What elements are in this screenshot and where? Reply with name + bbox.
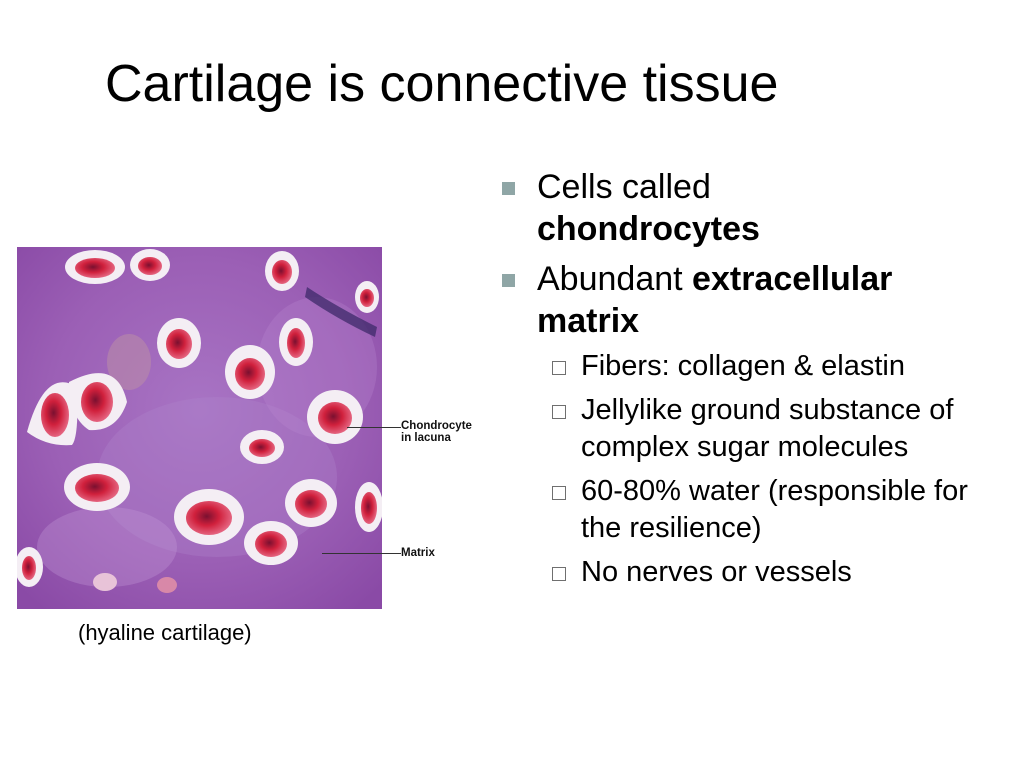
sub-bullet-item: Jellylike ground substance of complex su… <box>537 392 997 466</box>
chondrocyte-leader-line <box>347 427 401 428</box>
figure: Chondrocyte in lacuna Matrix <box>17 247 480 609</box>
slide-title: Cartilage is connective tissue <box>105 55 779 113</box>
bullet-item: Abundant extracellular matrix Fibers: co… <box>497 258 997 591</box>
chondrocyte-label-line2: in lacuna <box>401 432 451 444</box>
bullet-text-plain: Cells called <box>537 168 711 206</box>
bullet-text-bold: chondrocytes <box>537 210 760 248</box>
hyaline-cartilage-micrograph <box>17 247 382 609</box>
sub-bullet-text: No nerves or vessels <box>581 556 852 588</box>
matrix-leader-line <box>322 553 401 554</box>
chondrocyte-label-line1: Chondrocyte <box>401 420 472 432</box>
sub-bullet-text: Jellylike ground substance of complex su… <box>581 394 954 463</box>
sub-bullet-item: Fibers: collagen & elastin <box>537 348 997 385</box>
figure-caption: (hyaline cartilage) <box>78 620 252 645</box>
bullet-text-plain: Abundant <box>537 260 683 298</box>
square-bullet-icon <box>502 274 515 287</box>
bullet-item: Cells called chondrocytes <box>497 166 997 250</box>
square-bullet-icon <box>502 182 515 195</box>
hollow-square-bullet-icon <box>552 405 566 419</box>
hollow-square-bullet-icon <box>552 567 566 581</box>
sub-bullet-list: Fibers: collagen & elastin Jellylike gro… <box>537 348 997 591</box>
hollow-square-bullet-icon <box>552 361 566 375</box>
hollow-square-bullet-icon <box>552 486 566 500</box>
sub-bullet-item: No nerves or vessels <box>537 554 997 591</box>
sub-bullet-text: Fibers: collagen & elastin <box>581 350 905 382</box>
sub-bullet-item: 60-80% water (responsible for the resili… <box>537 473 997 547</box>
sub-bullet-text: 60-80% water (responsible for the resili… <box>581 475 968 544</box>
matrix-label: Matrix <box>401 547 435 559</box>
bullet-text-bold: extracellular matrix <box>537 260 893 340</box>
bullet-list: Cells called chondrocytes Abundant extra… <box>497 166 997 599</box>
chondrocyte-label: Chondrocyte in lacuna <box>401 420 480 444</box>
